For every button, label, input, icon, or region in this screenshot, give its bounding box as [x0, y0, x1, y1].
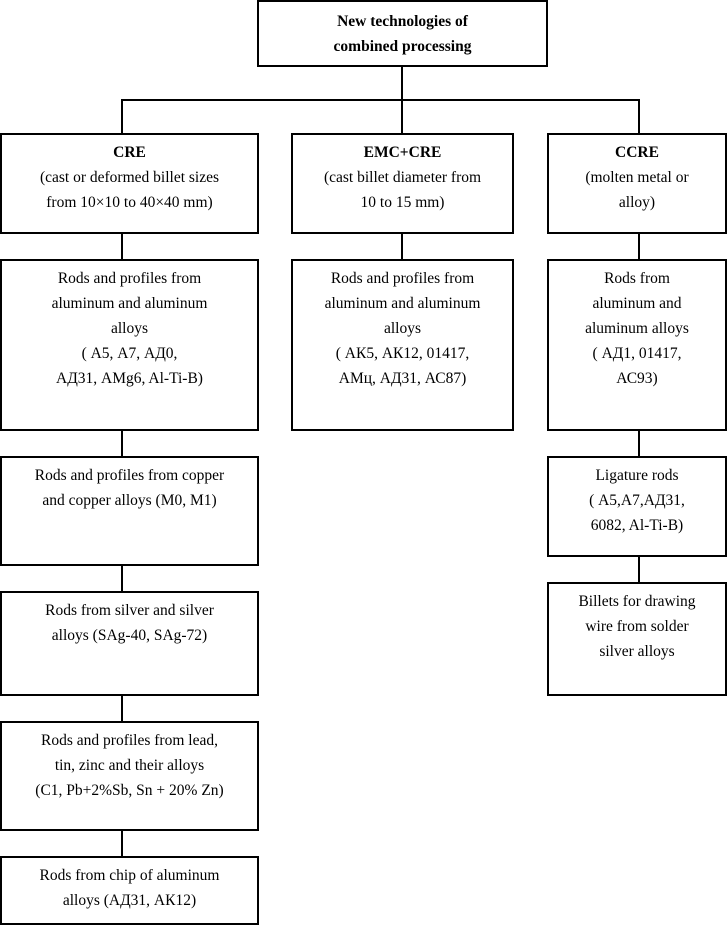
box-ccre-ligature-rods: Ligature rods ( А5,А7,АД31, 6082, Al-Ti-…: [547, 456, 727, 557]
box-ccre-billets-line-1: Billets for drawing: [578, 593, 696, 610]
connector-emc-cre-1: [401, 233, 403, 260]
box-emc-aluminum-line-4: ( АК5, АК12, 01417,: [335, 345, 470, 362]
box-emc-aluminum-line-2: aluminum and aluminum: [324, 295, 481, 312]
branch-header-ccre-title: CCRE: [615, 144, 659, 161]
box-cre-lead-line-3: (C1, Pb+2%Sb, Sn + 20% Zn): [35, 782, 224, 799]
connector-cre-2: [121, 430, 123, 457]
box-cre-silver-line-2: alloys (SAg-40, SAg-72): [51, 627, 208, 644]
box-cre-copper-line-1: Rods and profiles from copper: [34, 467, 225, 484]
connector-cre-4: [121, 695, 123, 722]
box-cre-aluminum-line-1: Rods and profiles from: [57, 270, 202, 287]
connector-branch-bus: [121, 99, 640, 101]
connector-drop-cre: [121, 99, 123, 134]
box-ccre-aluminum-line-4: ( АД1, 01417,: [592, 345, 682, 362]
box-ccre-aluminum-line-2: aluminum and: [592, 295, 682, 312]
box-cre-aluminum-rods-profiles: Rods and profiles from aluminum and alum…: [0, 259, 259, 431]
box-ccre-aluminum-rods: Rods from aluminum and aluminum alloys (…: [547, 259, 727, 431]
box-ccre-ligature-line-2: ( А5,А7,АД31,: [589, 492, 685, 509]
box-cre-aluminum-line-3: alloys: [110, 320, 149, 337]
box-cre-copper-rods-profiles: Rods and profiles from copper and copper…: [0, 456, 259, 566]
box-cre-aluminum-line-5: АД31, АMg6, Al-Ti-B): [56, 370, 203, 387]
connector-drop-emc-cre: [401, 99, 403, 134]
box-ccre-aluminum-line-1: Rods from: [604, 270, 670, 287]
box-cre-chip-line-2: alloys (АД31, АК12): [62, 892, 197, 909]
connector-ccre-3: [638, 556, 640, 583]
box-cre-copper-line-2: and copper alloys (M0, M1): [42, 492, 217, 509]
box-cre-chip-line-1: Rods from chip of aluminum: [39, 867, 220, 884]
box-emc-aluminum-line-5: АМц, АД31, АС87): [338, 370, 467, 387]
box-emc-aluminum-line-1: Rods and profiles from: [330, 270, 475, 287]
branch-header-ccre: CCRE (molten metal or alloy): [547, 133, 727, 234]
box-emc-cre-aluminum-rods-profiles: Rods and profiles from aluminum and alum…: [291, 259, 514, 431]
box-emc-aluminum-line-3: alloys: [383, 320, 422, 337]
branch-header-cre-line-2: from 10×10 to 40×40 mm): [46, 194, 213, 211]
box-cre-chip-aluminum-rods: Rods from chip of aluminum alloys (АД31,…: [0, 856, 259, 925]
box-cre-lead-line-2: tin, zinc and their alloys: [54, 757, 205, 774]
connector-root-stem: [401, 67, 403, 100]
branch-header-cre-title: CRE: [113, 144, 146, 161]
root-box-new-technologies: New technologies of combined processing: [257, 0, 548, 67]
box-cre-lead-tin-zinc: Rods and profiles from lead, tin, zinc a…: [0, 721, 259, 831]
connector-ccre-1: [638, 233, 640, 260]
connector-cre-1: [121, 233, 123, 260]
box-cre-aluminum-line-4: ( А5, А7, АД0,: [81, 345, 178, 362]
connector-cre-3: [121, 565, 123, 592]
box-ccre-ligature-line-3: 6082, Al-Ti-B): [590, 517, 684, 534]
branch-header-emc-cre-line-1: (cast billet diameter from: [323, 169, 482, 186]
box-cre-silver-rods: Rods from silver and silver alloys (SAg-…: [0, 591, 259, 696]
branch-header-cre: CRE (cast or deformed billet sizes from …: [0, 133, 259, 234]
branch-header-emc-cre: EMC+CRE (cast billet diameter from 10 to…: [291, 133, 514, 234]
root-box-line-2: combined processing: [333, 37, 472, 55]
connector-cre-5: [121, 830, 123, 857]
box-cre-silver-line-1: Rods from silver and silver: [45, 602, 214, 619]
branch-header-cre-line-1: (cast or deformed billet sizes: [39, 169, 220, 186]
branch-header-ccre-line-1: (molten metal or: [585, 169, 689, 186]
connector-drop-ccre: [638, 99, 640, 134]
box-ccre-solder-silver-billets: Billets for drawing wire from solder sil…: [547, 582, 727, 696]
box-cre-aluminum-line-2: aluminum and aluminum: [51, 295, 208, 312]
box-ccre-aluminum-line-5: АС93): [616, 370, 658, 387]
box-ccre-aluminum-line-3: aluminum alloys: [585, 320, 689, 337]
root-box-line-1: New technologies of: [337, 12, 468, 30]
box-ccre-billets-line-2: wire from solder: [585, 618, 689, 635]
branch-header-ccre-line-2: alloy): [618, 194, 656, 211]
connector-ccre-2: [638, 430, 640, 457]
box-ccre-ligature-line-1: Ligature rods: [595, 467, 679, 484]
box-ccre-billets-line-3: silver alloys: [599, 643, 675, 660]
branch-header-emc-cre-line-2: 10 to 15 mm): [360, 194, 445, 211]
branch-header-emc-cre-title: EMC+CRE: [363, 144, 442, 161]
box-cre-lead-line-1: Rods and profiles from lead,: [41, 732, 218, 749]
